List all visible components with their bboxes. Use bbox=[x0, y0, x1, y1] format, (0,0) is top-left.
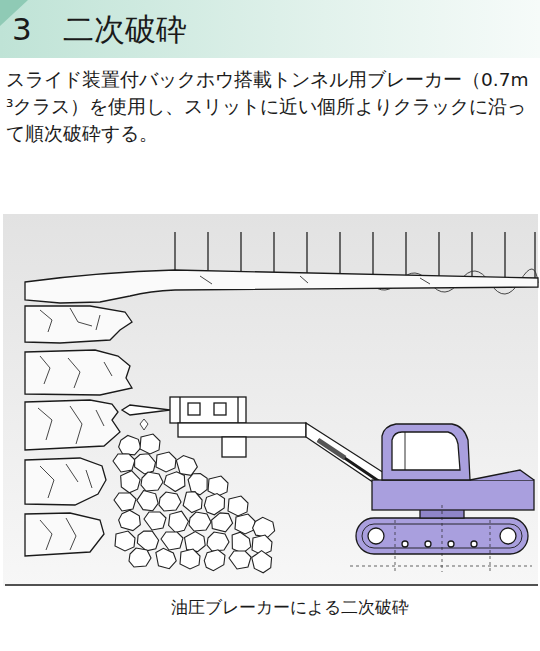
body-text: スライド装置付バックホウ搭載トンネル用ブレーカー（0.7m³クラス）を使用し、ス… bbox=[6, 66, 534, 147]
section-title: 3 二次破砕 bbox=[12, 9, 187, 49]
figure-caption: 油圧ブレーカーによる二次破砕 bbox=[171, 595, 409, 619]
tunnel-floor bbox=[5, 584, 538, 585]
rubble-pile bbox=[113, 434, 277, 576]
center-marks bbox=[350, 505, 532, 572]
backhoe bbox=[356, 424, 534, 554]
cracks bbox=[38, 276, 430, 550]
slide-device bbox=[178, 423, 395, 497]
rock-face bbox=[25, 270, 538, 556]
header-band bbox=[0, 0, 540, 58]
illustration-ground bbox=[3, 214, 538, 586]
